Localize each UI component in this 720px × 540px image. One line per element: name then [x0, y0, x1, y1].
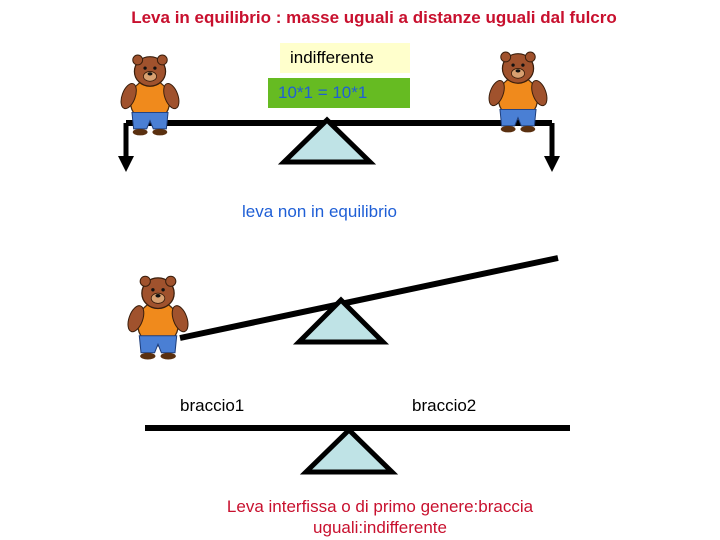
- state-label-box: indifferente: [280, 43, 410, 73]
- lever-caption: Leva interfissa o di primo genere:bracci…: [226, 497, 534, 537]
- tilted-lever-beam: [179, 255, 559, 341]
- top-fulcrum: [277, 116, 377, 165]
- page-title: Leva in equilibrio : masse uguali a dist…: [131, 8, 617, 27]
- right-weight-arrow-icon: [544, 156, 560, 172]
- left-weight-arrow-icon: [118, 156, 134, 172]
- unbalanced-lever-label: leva non in equilibrio: [242, 202, 397, 221]
- arm1-label: braccio1: [180, 396, 245, 415]
- middle-lever: [124, 255, 559, 361]
- middle-bear-icon: [124, 275, 192, 361]
- bottom-fulcrum: [299, 426, 399, 475]
- arm2-label: braccio2: [412, 396, 477, 415]
- bottom-lever: [145, 425, 570, 475]
- equation-box: 10*1 = 10*1: [268, 78, 410, 108]
- middle-fulcrum: [292, 296, 390, 345]
- top-lever: [117, 51, 560, 172]
